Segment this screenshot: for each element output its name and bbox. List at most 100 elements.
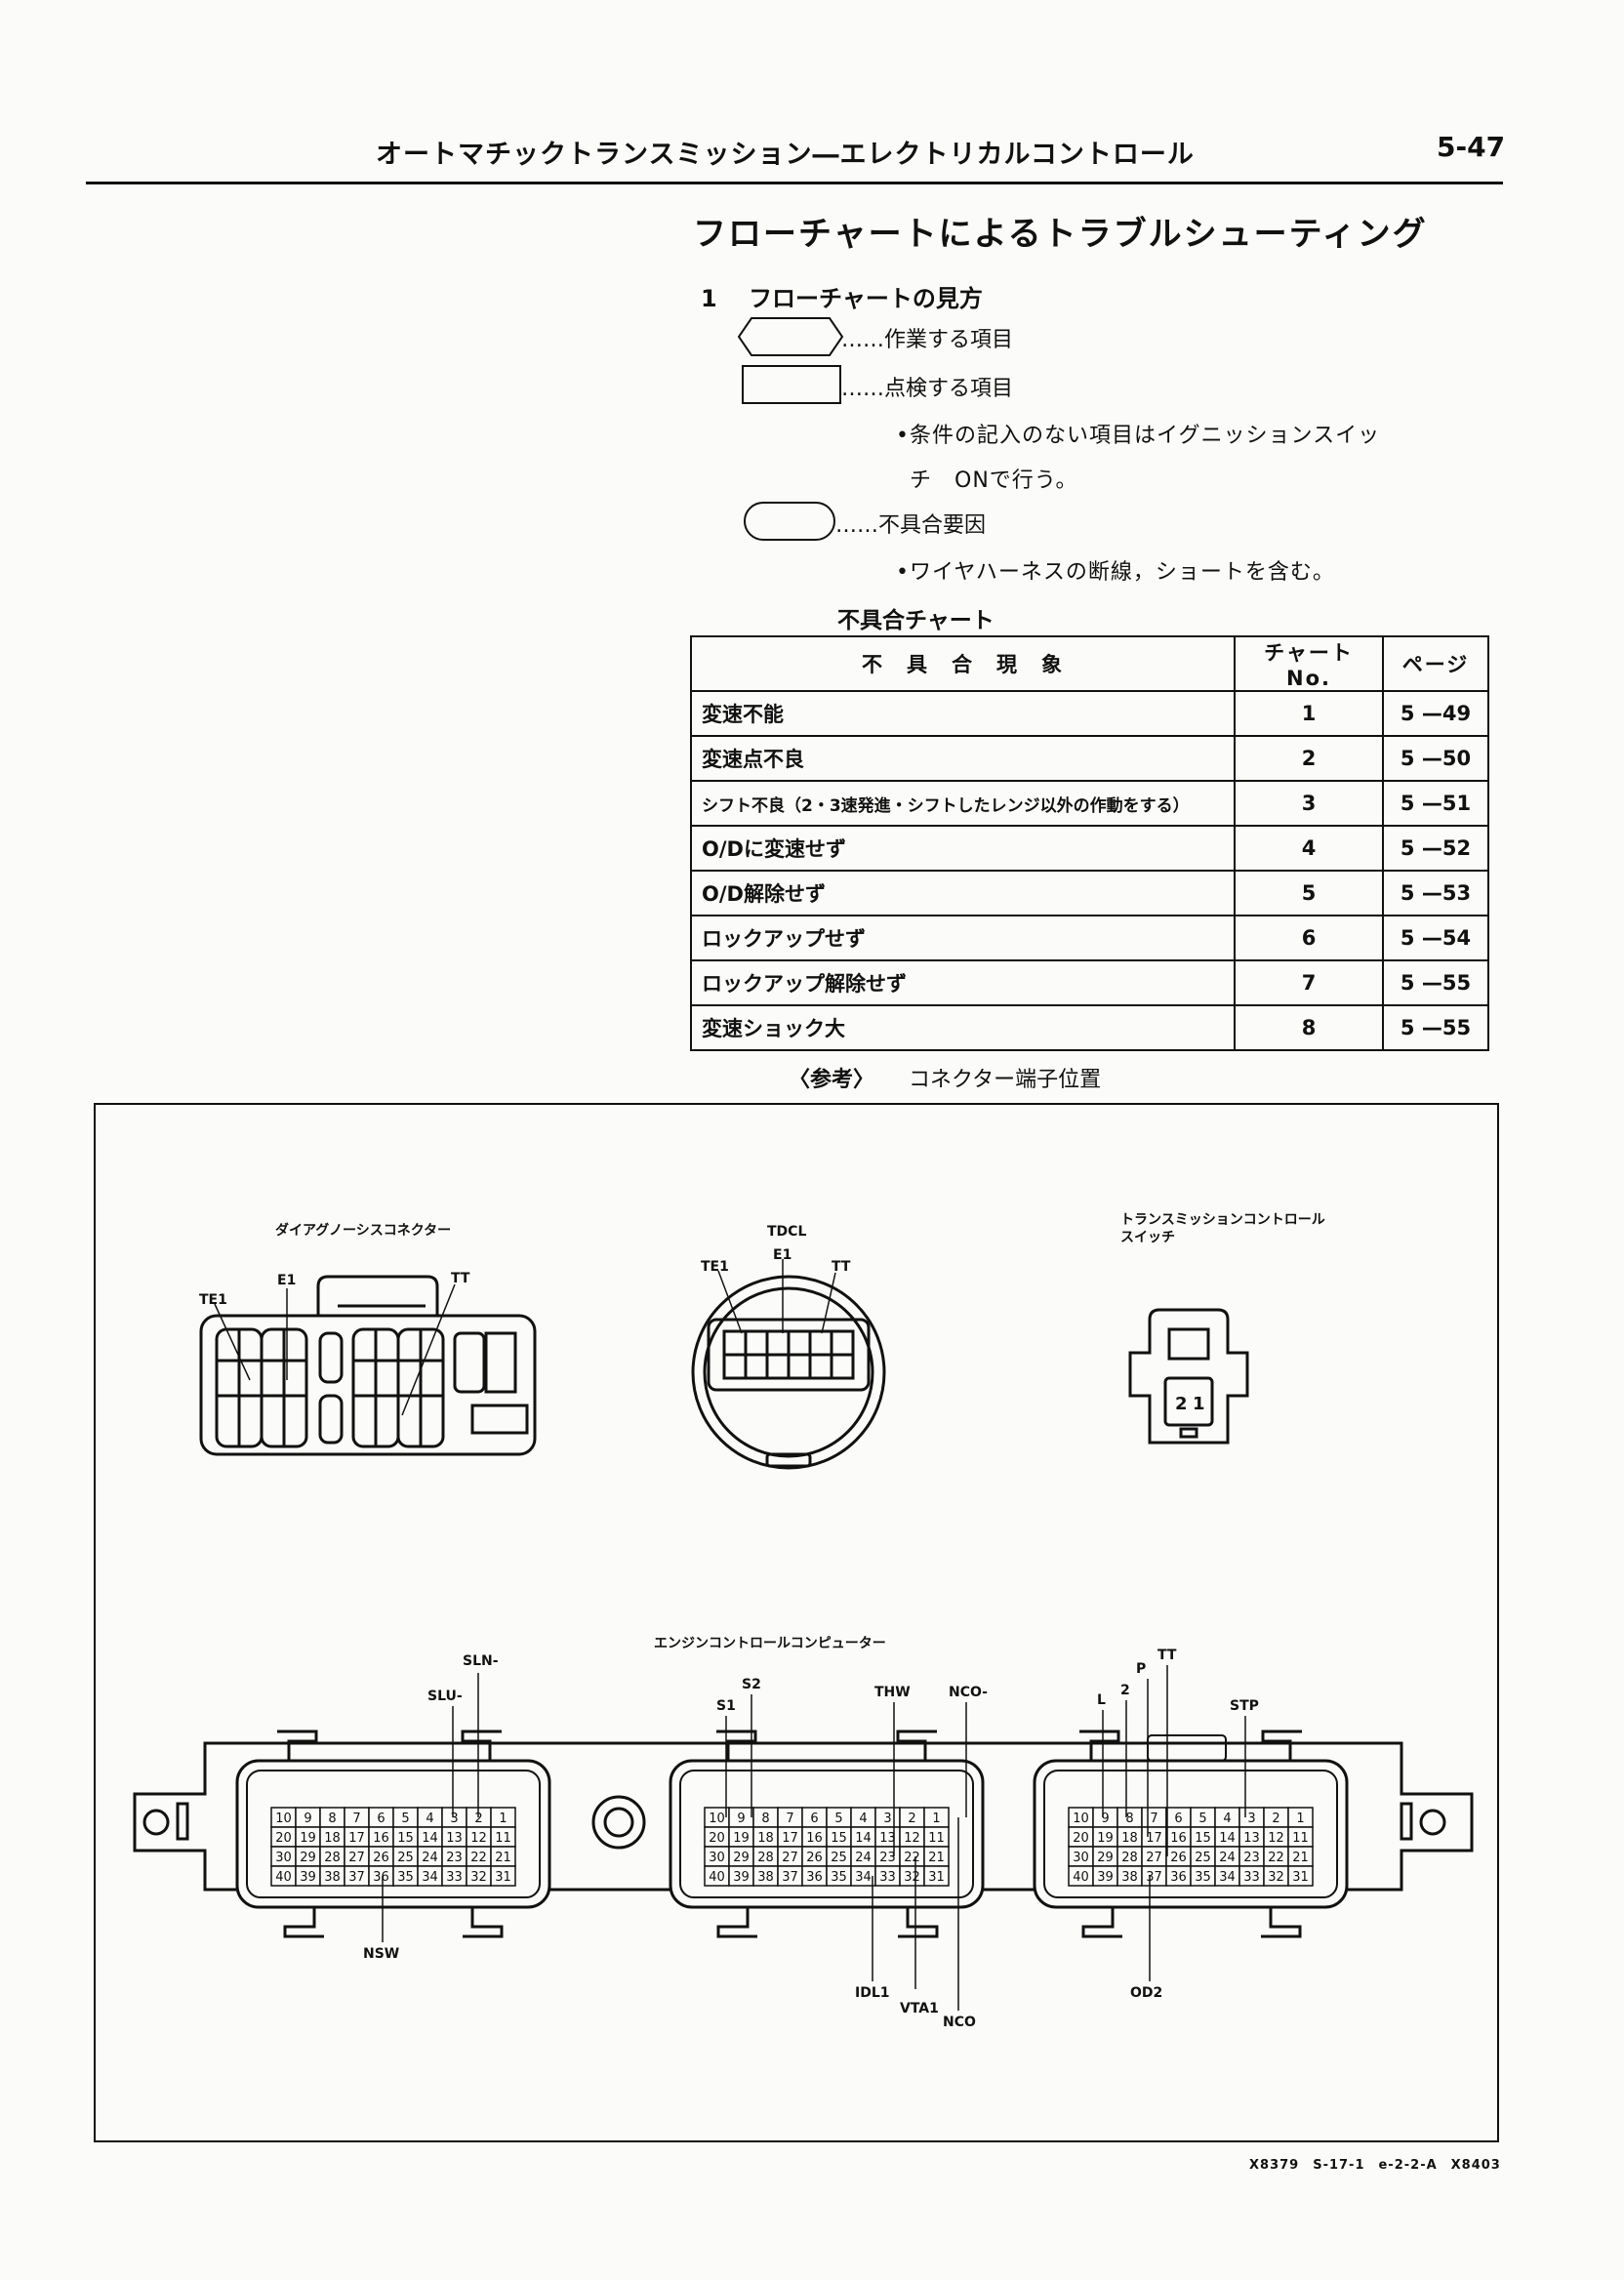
ecu-pin-number: 30 <box>709 1851 725 1865</box>
ecu-pin-number: 36 <box>1170 1870 1187 1885</box>
subsection-title: フローチャートの見方 <box>749 285 983 312</box>
ecu-pin-number: 7 <box>352 1812 360 1826</box>
inspect-item-rectangle-icon <box>742 365 841 404</box>
ecu-pin-number: 40 <box>709 1870 725 1885</box>
ecu-pin-number: 37 <box>782 1870 798 1885</box>
page-cell: 5 —52 <box>1382 825 1489 872</box>
ecu-pin-number: 13 <box>879 1831 896 1846</box>
ecu-pin-number: 16 <box>1170 1831 1187 1846</box>
ecu-label-thw: THW <box>874 1685 911 1700</box>
ecu-pin-number: 4 <box>859 1812 867 1826</box>
header-chart-no: チャートNo. <box>1234 635 1384 692</box>
page-cell: 5 —54 <box>1382 915 1489 961</box>
ecu-pin-number: 3 <box>450 1812 458 1826</box>
ecu-label-s2: S2 <box>742 1677 761 1692</box>
inspect-note-line2: チ ONで行う。 <box>910 468 1078 493</box>
ecu-pin-number: 15 <box>1195 1831 1211 1846</box>
ecu-pin-number: 26 <box>806 1851 823 1865</box>
diag-connector-drawing <box>199 1275 537 1456</box>
ecu-pin-number: 38 <box>757 1870 774 1885</box>
ecu-pin-number: 1 <box>499 1812 507 1826</box>
chart-no-cell: 7 <box>1234 959 1384 1006</box>
ecu-pin-number: 17 <box>782 1831 798 1846</box>
ecu-label-p: P <box>1136 1661 1146 1677</box>
symptom-cell: ロックアップせず <box>690 915 1236 961</box>
ecu-pin-number: 13 <box>1243 1831 1260 1846</box>
ecu-pin-number: 4 <box>1223 1812 1231 1826</box>
ecu-pin-number: 18 <box>757 1831 774 1846</box>
chart-no-cell: 4 <box>1234 825 1384 872</box>
ecu-pin-number: 36 <box>373 1870 389 1885</box>
ecu-pin-number: 1 <box>932 1812 940 1826</box>
ecu-pin-number: 32 <box>904 1870 920 1885</box>
ecu-pin-number: 36 <box>806 1870 823 1885</box>
ecu-pin-number: 19 <box>1097 1831 1114 1846</box>
ecu-pin-number: 25 <box>831 1851 847 1865</box>
ecu-pin-cell <box>1287 1865 1314 1887</box>
ecu-pin-number: 39 <box>300 1870 316 1885</box>
tcs-drawing <box>1128 1308 1249 1445</box>
diag-label-tt: TT <box>451 1271 470 1286</box>
ecu-pin-number: 29 <box>733 1851 750 1865</box>
ecu-pin-number: 3 <box>883 1812 891 1826</box>
symptom-cell: シフト不良（2・3速発進・シフトしたレンジ以外の作動をする） <box>690 780 1236 827</box>
page-cell: 5 —51 <box>1382 780 1489 827</box>
ecu-pin-number: 33 <box>879 1870 896 1885</box>
ecu-pin-number: 32 <box>1268 1870 1284 1885</box>
tdcl-label-te1: TE1 <box>701 1259 729 1275</box>
ecu-pin-number: 35 <box>831 1870 847 1885</box>
ecu-pin-number: 14 <box>422 1831 438 1846</box>
ecu-pin-number: 6 <box>377 1812 385 1826</box>
ecu-pin-number: 16 <box>373 1831 389 1846</box>
page-number: 5-47 <box>1437 131 1506 163</box>
footer-code: X8379 S-17-1 e-2-2-A X8403 <box>1249 2158 1501 2173</box>
ecu-pin-number: 2 <box>1272 1812 1279 1826</box>
diag-connector-title: ダイアグノーシスコネクター <box>275 1222 451 1239</box>
ecu-pin-number: 35 <box>397 1870 414 1885</box>
ecu-label-vta1: VTA1 <box>900 2001 939 2016</box>
ecu-pin-number: 22 <box>904 1851 920 1865</box>
ecu-pin-number: 31 <box>1292 1870 1309 1885</box>
ecu-pin-number: 23 <box>1243 1851 1260 1865</box>
ecu-pin-number: 8 <box>1125 1812 1133 1826</box>
ecu-pin-number: 40 <box>275 1870 292 1885</box>
ecu-pin-number: 1 <box>1296 1812 1304 1826</box>
connector-diagram: ダイアグノーシスコネクター TE1 E1 TT TDCL TE1 E1 TT 2… <box>133 1212 1474 2030</box>
ecu-pin-number: 5 <box>401 1812 409 1826</box>
ecu-pin-number: 27 <box>348 1851 365 1865</box>
ecu-pin-number: 26 <box>373 1851 389 1865</box>
ecu-label-nco-minus: NCO- <box>949 1685 988 1700</box>
ecu-pin-number: 37 <box>1146 1870 1162 1885</box>
ecu-pin-number: 10 <box>709 1812 725 1826</box>
ecu-pin-number: 24 <box>422 1851 438 1865</box>
chart-no-cell: 8 <box>1234 1004 1384 1051</box>
tcs-pin-2: 2 <box>1175 1394 1188 1414</box>
tcs-title-line1: トランスミッションコントロール <box>1120 1212 1325 1228</box>
ecu-pin-number: 33 <box>1243 1870 1260 1885</box>
ecu-pin-number: 19 <box>733 1831 750 1846</box>
ecu-pin-number: 18 <box>324 1831 341 1846</box>
ecu-pin-number: 22 <box>1268 1851 1284 1865</box>
ecu-pin-number: 27 <box>1146 1851 1162 1865</box>
ecu-pin-number: 40 <box>1073 1870 1089 1885</box>
ecu-pin-number: 20 <box>1073 1831 1089 1846</box>
chart-no-cell: 6 <box>1234 915 1384 961</box>
symptom-cell: 変速ショック大 <box>690 1004 1236 1051</box>
ecu-label-stp: STP <box>1230 1698 1259 1714</box>
ecu-pin-number: 5 <box>1198 1812 1206 1826</box>
page-cell: 5 —55 <box>1382 959 1489 1006</box>
ecu-pin-number: 7 <box>1150 1812 1157 1826</box>
ecu-pin-number: 31 <box>928 1870 945 1885</box>
symptom-cell: O/Dに変速せず <box>690 825 1236 872</box>
ecu-pin-number: 24 <box>855 1851 872 1865</box>
ecu-pin-number: 21 <box>928 1851 945 1865</box>
ecu-pin-number: 34 <box>1219 1870 1236 1885</box>
ecu-label-2: 2 <box>1120 1683 1130 1698</box>
ecu-pin-number: 38 <box>324 1870 341 1885</box>
ecu-pin-number: 38 <box>1121 1870 1138 1885</box>
table-header-row: 不 具 合 現 象 チャートNo. ページ <box>690 635 1489 692</box>
